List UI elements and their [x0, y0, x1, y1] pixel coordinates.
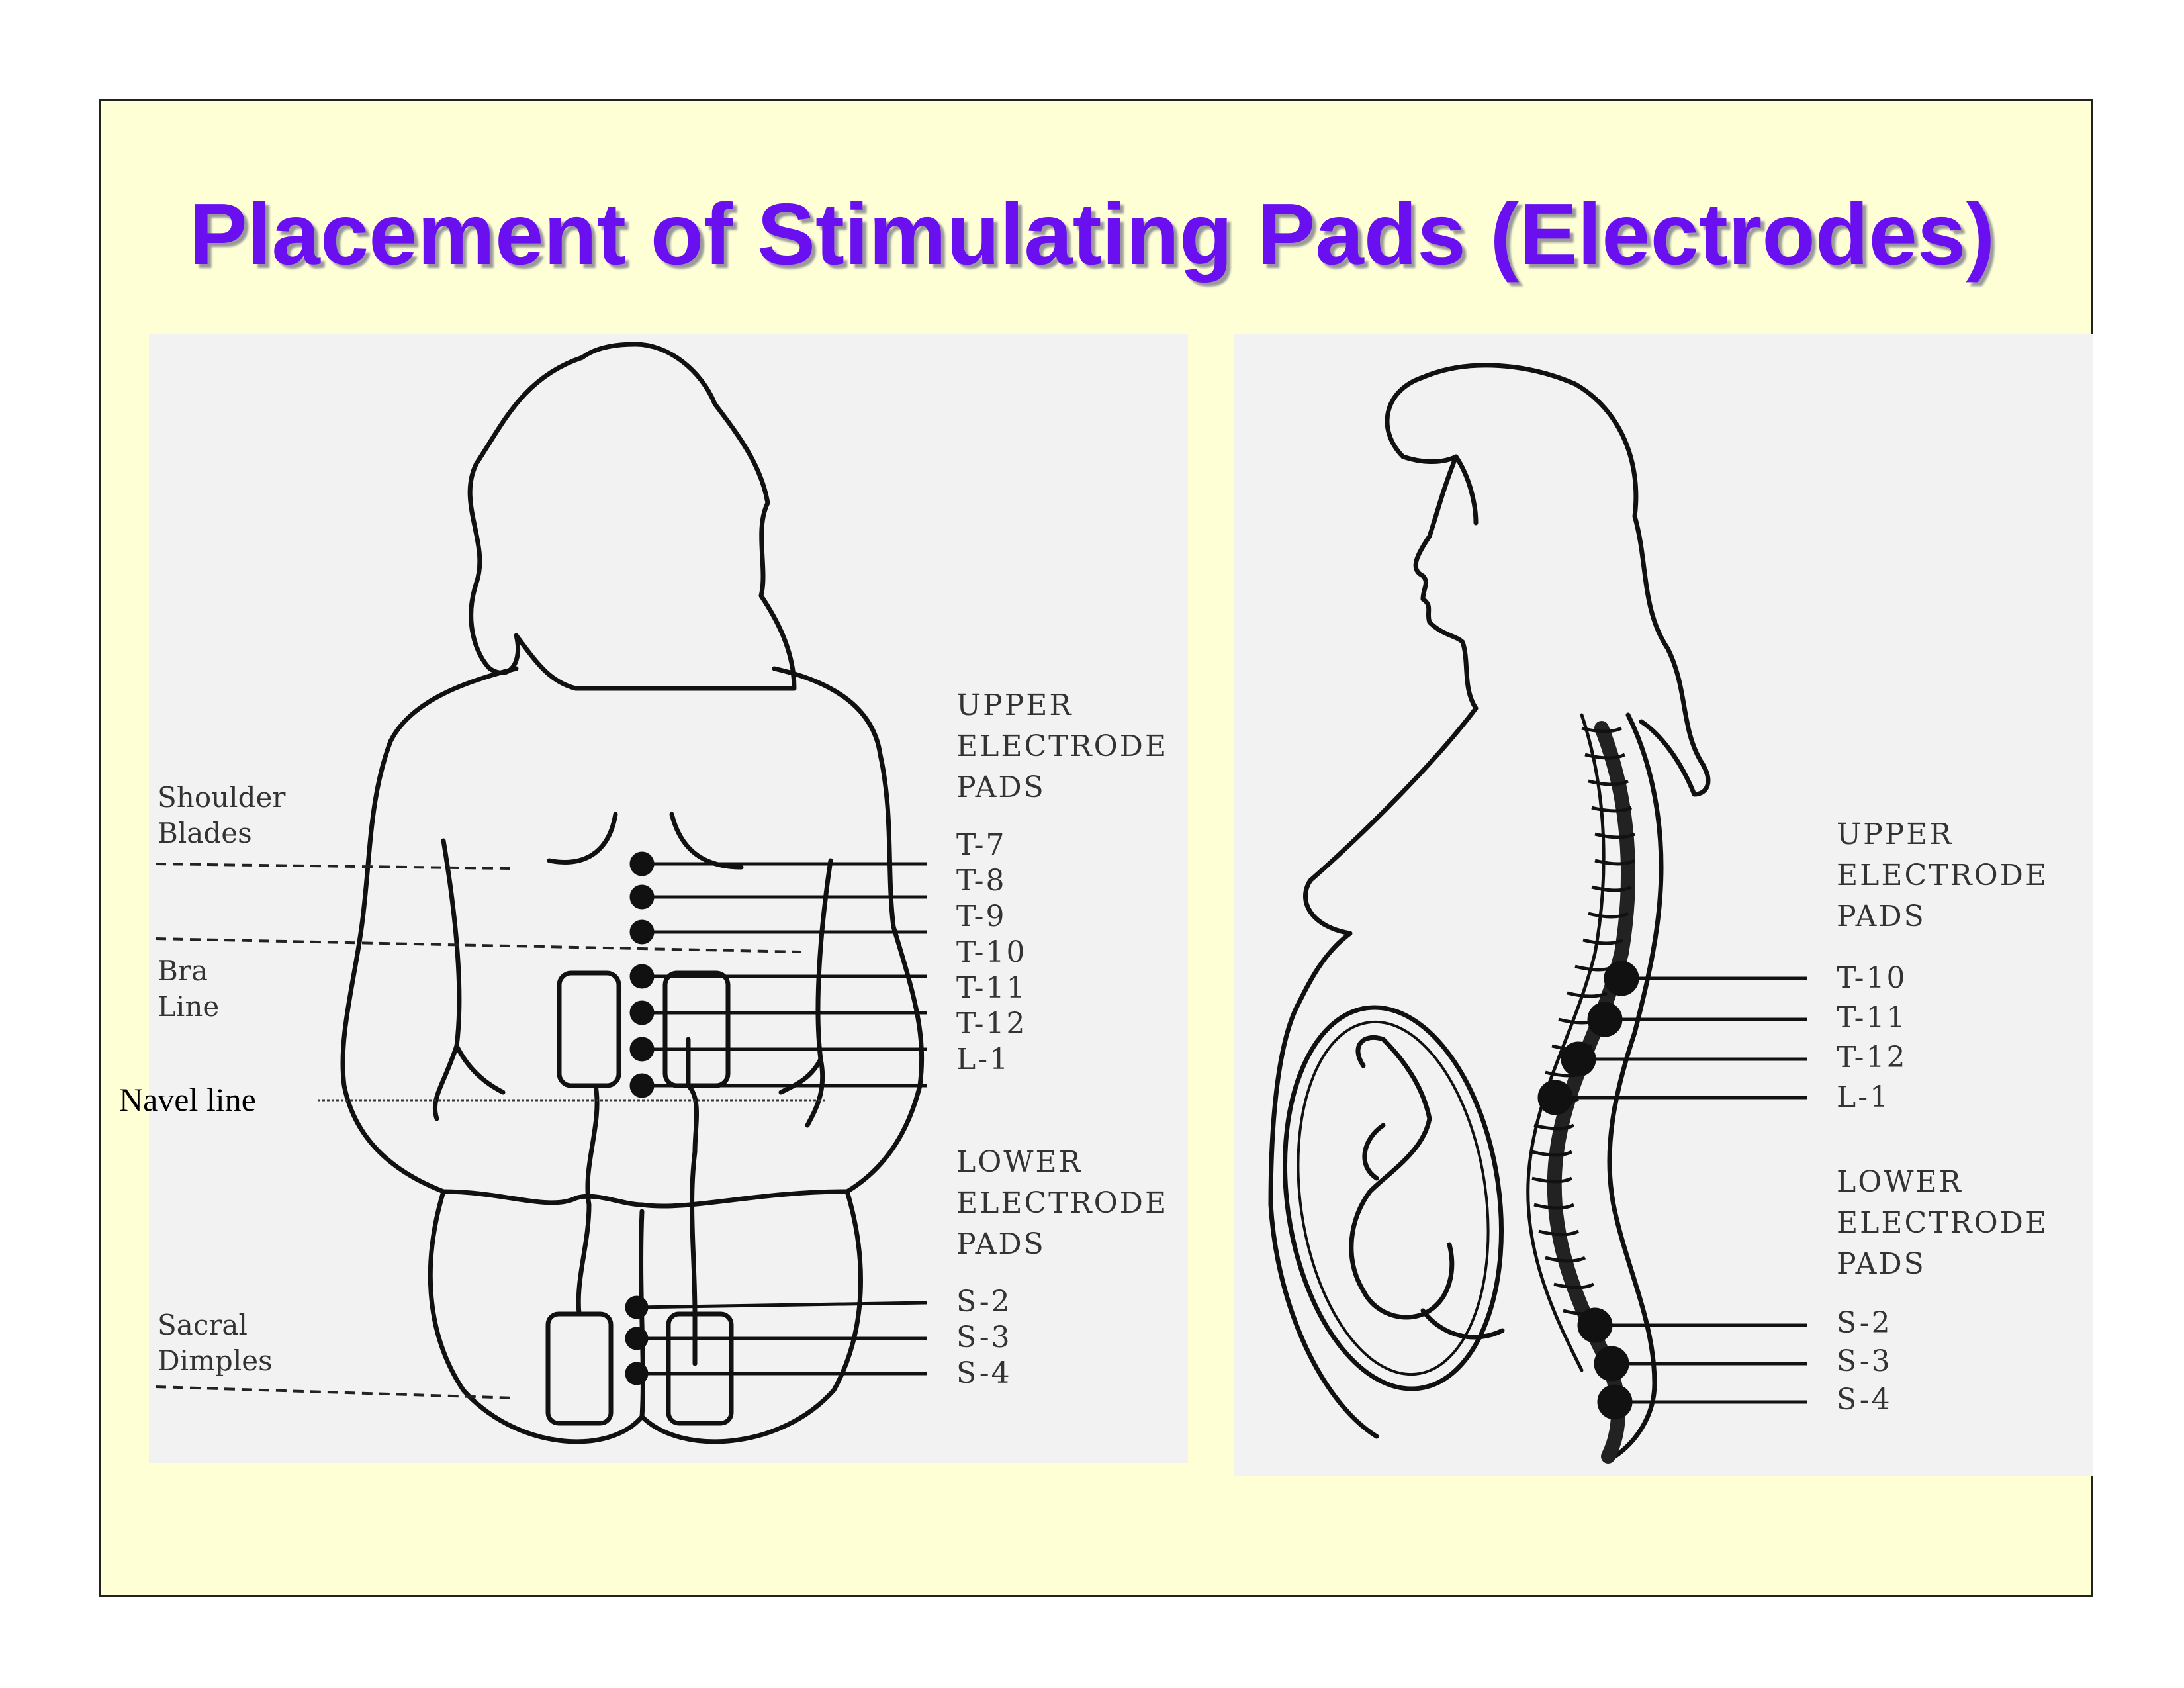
back-upper-points: T-7 T-8 T-9 T-10 T-11 T-12 L-1 [956, 827, 1027, 1078]
side-front-outline [1268, 706, 1479, 1439]
side-upper-leaders [1537, 961, 1807, 1115]
back-upper-heading: UPPER ELECTRODE PADS [956, 688, 1169, 804]
side-hair-outline [1385, 363, 1711, 797]
back-hair-outline [467, 342, 797, 691]
back-dot [629, 964, 655, 989]
side-dot [1604, 961, 1639, 996]
back-dot [625, 1327, 649, 1350]
point-label: S-4 [956, 1356, 1012, 1390]
side-dot [1587, 1002, 1623, 1037]
side-upper-points: T-10 T-11 T-12 L-1 [1837, 959, 1907, 1117]
back-dot [625, 1295, 649, 1319]
side-back-outline [1607, 712, 1664, 1459]
side-dot [1577, 1307, 1613, 1343]
back-torso-outline [340, 666, 519, 1194]
back-dot [629, 1000, 655, 1025]
point-label: S-3 [956, 1321, 1012, 1354]
back-dot [629, 1037, 655, 1062]
side-lower-leaders [1577, 1307, 1807, 1420]
navel-line-label: Navel line [119, 1081, 256, 1118]
shoulder-blades-label: Shoulder Blades [158, 781, 286, 849]
back-upper-leaders [629, 851, 927, 1098]
point-label: T-7 [956, 828, 1007, 862]
bra-line-label: Bra Line [158, 955, 220, 1023]
back-dot [629, 919, 655, 945]
point-label: T-9 [956, 900, 1007, 933]
side-lower-points: S-2 S-3 S-4 [1837, 1304, 1892, 1419]
side-lower-heading: LOWER ELECTRODE PADS [1837, 1165, 2049, 1281]
point-label: T-8 [956, 864, 1007, 898]
back-lower-leaders [625, 1295, 927, 1385]
sacral-dimples-line [155, 1385, 517, 1399]
right-shoulder-blade [669, 812, 744, 870]
bra-line [155, 937, 801, 953]
slide-title: Placement of Stimulating Pads (Electrode… [189, 185, 1995, 283]
upper-pad-left [557, 970, 621, 1088]
point-label: T-12 [1837, 1041, 1907, 1074]
point-label: L-1 [956, 1043, 1011, 1076]
side-dot [1594, 1346, 1629, 1382]
point-label: L-1 [1837, 1080, 1891, 1114]
sacral-dimples-label: Sacral Dimples [158, 1309, 273, 1377]
uterus-outline [1282, 1005, 1504, 1391]
back-lower-heading: LOWER ELECTRODE PADS [956, 1145, 1169, 1261]
side-face-profile [1413, 454, 1479, 711]
back-dot [625, 1362, 649, 1385]
point-label: S-4 [1837, 1383, 1892, 1417]
back-dot [629, 1073, 655, 1098]
point-label: S-3 [1837, 1344, 1892, 1378]
point-label: T-12 [956, 1007, 1027, 1041]
lower-pad-right [666, 1311, 734, 1426]
point-label: T-11 [956, 971, 1027, 1005]
back-right-arm [805, 858, 833, 1128]
back-dot [629, 884, 655, 910]
side-view-panel [1234, 334, 2093, 1476]
point-label: T-10 [1837, 961, 1907, 995]
back-dot [629, 851, 655, 876]
point-label: S-2 [1837, 1306, 1892, 1340]
left-shoulder-blade [547, 812, 618, 865]
fetus-outline [1349, 1035, 1455, 1320]
point-label: T-10 [956, 935, 1027, 969]
side-dot [1537, 1080, 1573, 1115]
back-lower-points: S-2 S-3 S-4 [956, 1284, 1012, 1391]
side-upper-heading: UPPER ELECTRODE PADS [1837, 818, 2049, 933]
point-label: S-2 [956, 1285, 1012, 1319]
back-left-arm [432, 838, 462, 1121]
shoulder-blades-line [155, 863, 510, 870]
point-label: T-11 [1837, 1001, 1907, 1035]
side-dot [1597, 1384, 1633, 1420]
side-dot [1561, 1041, 1596, 1077]
